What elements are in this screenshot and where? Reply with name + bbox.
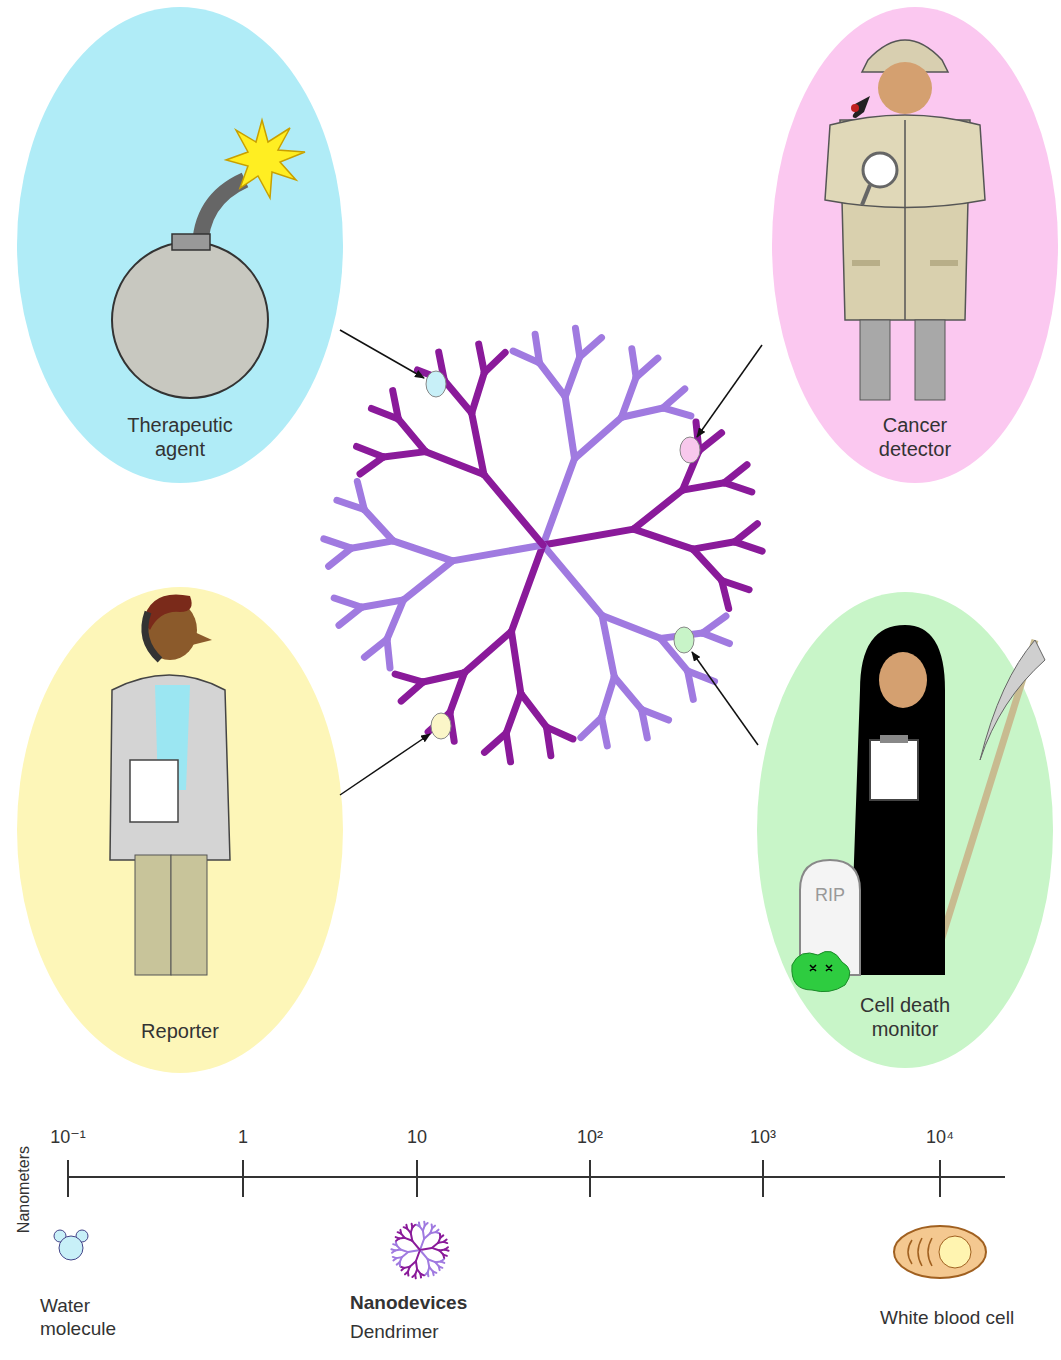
detective-figure (825, 40, 985, 400)
tick-label: 10⁴ (926, 1127, 954, 1149)
water-icon (54, 1230, 88, 1260)
reporter-figure (110, 594, 230, 975)
node-label: Reporter (141, 1019, 219, 1043)
scale-axis (68, 1160, 1005, 1197)
cell-icon (894, 1226, 986, 1278)
tick-label: 1 (238, 1127, 248, 1149)
axis-title: Nanometers (14, 1146, 33, 1233)
scale-item: Nanodevices (350, 1292, 467, 1315)
scale-item: Water molecule (40, 1295, 140, 1341)
tick-label: 10² (577, 1127, 603, 1149)
tick-label: 10³ (750, 1127, 776, 1149)
reaper-figure (792, 625, 1045, 992)
bomb-figure (112, 120, 305, 398)
dendrimer (324, 328, 762, 762)
node-label: Therapeutic agent (110, 413, 250, 461)
node-label: Cancer detector (845, 413, 985, 461)
scale-item: White blood cell (880, 1307, 1014, 1330)
scale-item: Dendrimer (350, 1321, 439, 1344)
tick-label: 10 (407, 1127, 427, 1149)
leader-arrows (340, 330, 762, 795)
node-label: Cell death monitor (835, 993, 975, 1041)
dendrimer-icon (391, 1222, 448, 1279)
attachment-sites (426, 371, 700, 739)
tombstone-text: RIP (815, 885, 845, 907)
tick-label: 10⁻¹ (50, 1127, 86, 1149)
